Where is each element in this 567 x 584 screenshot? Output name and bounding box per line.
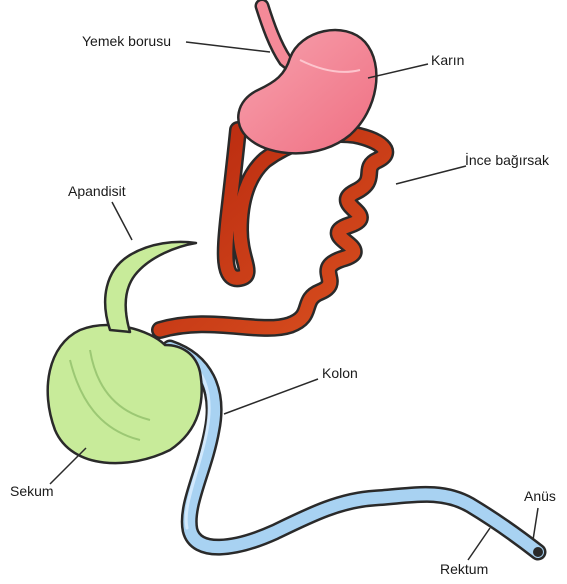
label-esophagus: Yemek borusu [82,33,171,49]
label-cecum: Sekum [10,483,54,499]
leader-appendix [112,202,132,240]
leader-esophagus [186,42,270,52]
small-intestine [160,130,385,330]
leader-colon [224,379,318,414]
label-small-intestine: İnce bağırsak [465,152,549,168]
label-anus: Anüs [524,488,556,504]
leader-anus [533,508,538,540]
label-stomach: Karın [431,52,464,68]
rectum-anus [533,547,543,557]
label-appendix: Apandisit [68,183,126,199]
leader-small-intestine [396,166,466,184]
leader-cecum [50,448,86,484]
leader-rectum [468,528,490,560]
label-colon: Kolon [322,365,358,381]
label-rectum: Rektum [440,561,488,577]
